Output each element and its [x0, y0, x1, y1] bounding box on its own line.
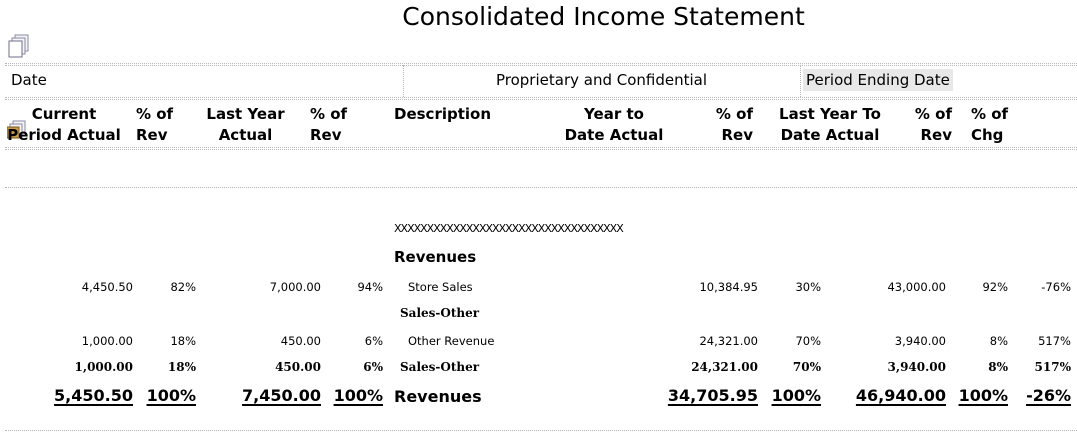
- cell-pct-rev-4: 8%: [988, 360, 1008, 374]
- confidential-label: Proprietary and Confidential: [495, 71, 708, 89]
- cell-pct-rev-2: 6%: [364, 334, 383, 348]
- cell-last-year: 7,000.00: [269, 280, 321, 294]
- section-revenues: Revenues: [394, 248, 477, 266]
- cell-current: 4,450.50: [81, 280, 133, 294]
- cell-ytd: 24,321.00: [691, 360, 758, 374]
- cell-pct-rev-3: 30%: [795, 280, 821, 294]
- document-stack-icon[interactable]: [7, 34, 31, 58]
- section-sales-other: Sales-Other: [400, 306, 480, 320]
- cell-ytd: 24,321.00: [699, 334, 758, 348]
- cell-pct-rev-1: 100%: [146, 386, 196, 405]
- cell-pct-rev-1: 18%: [167, 360, 196, 374]
- cell-current: 1,000.00: [81, 334, 133, 348]
- folder-stack-icon[interactable]: [6, 120, 27, 140]
- cell-pct-rev-4: 100%: [958, 386, 1008, 405]
- col-pct-chg: % of Chg: [971, 105, 1009, 144]
- cell-pct-rev-1: 18%: [170, 334, 196, 348]
- cell-ytd: 10,384.95: [699, 280, 758, 294]
- report-title: Consolidated Income Statement: [402, 2, 805, 31]
- cell-current: 5,450.50: [54, 386, 133, 405]
- cell-ly-ytd: 43,000.00: [887, 280, 946, 294]
- cell-pct-rev-2: 100%: [333, 386, 383, 405]
- cell-ytd: 34,705.95: [667, 386, 758, 405]
- cell-pct-chg: -76%: [1041, 280, 1071, 294]
- cell-description: Other Revenue: [408, 334, 495, 348]
- cell-pct-rev-3: 70%: [795, 334, 821, 348]
- cell-current: 1,000.00: [74, 360, 133, 374]
- cell-ly-ytd: 3,940.00: [894, 334, 946, 348]
- col-pct-rev-2: % of Rev: [310, 105, 348, 144]
- cell-description: Sales-Other: [400, 360, 480, 374]
- col-description: Description: [394, 105, 492, 123]
- cell-ly-ytd: 3,940.00: [887, 360, 946, 374]
- cell-pct-rev-4: 92%: [982, 280, 1008, 294]
- cell-pct-chg: 517%: [1038, 334, 1071, 348]
- col-pct-rev-1: % of Rev: [136, 105, 174, 144]
- col-pct-rev-3: % of Rev: [715, 105, 753, 144]
- col-ytd-actual: Year to Date Actual: [564, 105, 664, 144]
- col-ly-ytd-actual: Last Year To Date Actual: [779, 105, 881, 144]
- cell-ly-ytd: 46,940.00: [855, 386, 946, 405]
- col-last-year-actual: Last Year Actual: [206, 105, 285, 144]
- cell-last-year: 7,450.00: [242, 386, 321, 405]
- cell-last-year: 450.00: [275, 360, 321, 374]
- cell-pct-rev-2: 6%: [363, 360, 383, 374]
- cell-last-year: 450.00: [280, 334, 321, 348]
- col-pct-rev-4: % of Rev: [914, 105, 952, 144]
- cell-pct-rev-2: 94%: [357, 280, 383, 294]
- cell-pct-rev-1: 82%: [170, 280, 196, 294]
- placeholder-x-row: XXXXXXXXXXXXXXXXXXXXXXXXXXXXXXXXXXX: [394, 222, 624, 235]
- cell-pct-chg: 517%: [1034, 360, 1071, 374]
- cell-pct-chg: -26%: [1026, 386, 1071, 405]
- cell-pct-rev-4: 8%: [989, 334, 1008, 348]
- col-current-period-actual: Current Period Actual: [7, 105, 121, 144]
- date-label: Date: [11, 71, 47, 89]
- cell-description: Revenues: [394, 387, 482, 406]
- cell-pct-rev-3: 100%: [771, 386, 821, 405]
- period-ending-label: Period Ending Date: [803, 69, 953, 91]
- cell-description: Store Sales: [408, 280, 473, 294]
- cell-pct-rev-3: 70%: [792, 360, 821, 374]
